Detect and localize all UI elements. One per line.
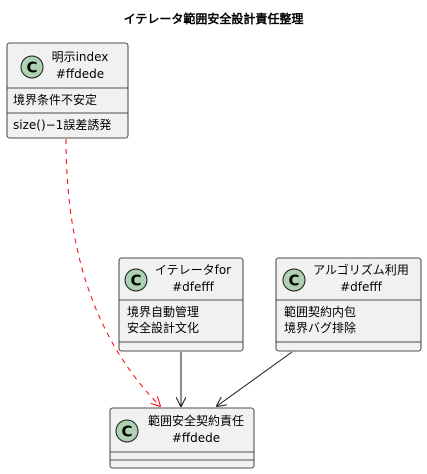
class-stereotype-icon: [282, 268, 306, 292]
class-stereotype-icon: [20, 55, 44, 79]
class-box: [109, 407, 255, 469]
class-explicit-index[interactable]: C 明示index #ffdede 境界条件不安定 size()−1誤差誘発: [6, 42, 129, 139]
class-name-color: #ffdede: [172, 431, 220, 445]
arrow-algorithm-use-to-range-safety: [217, 351, 293, 406]
class-name: アルゴリズム利用: [313, 262, 409, 277]
class-attribute: 境界条件不安定: [13, 92, 97, 107]
class-stereotype-icon: [124, 268, 148, 292]
class-box: [118, 257, 244, 352]
class-attribute: 安全設計文化: [127, 320, 199, 335]
class-name: 明示index: [52, 50, 109, 64]
class-stereotype-letter: C: [121, 423, 132, 441]
class-name-color: #ffdede: [56, 67, 104, 81]
class-range-safety-contract[interactable]: C 範囲安全契約責任 #ffdede: [109, 407, 255, 469]
class-name-color: #dfefff: [340, 280, 383, 294]
dependency-arrow-explicit-index-to-range-safety: [65, 138, 160, 406]
class-algorithm-use[interactable]: C アルゴリズム利用 #dfefff 範囲契約内包 境界バグ排除: [275, 257, 422, 352]
class-name: 範囲安全契約責任: [148, 413, 244, 428]
class-iterator-for[interactable]: C イテレータfor #dfefff 境界自動管理 安全設計文化: [118, 257, 244, 352]
class-box: [275, 257, 422, 352]
class-stereotype-letter: C: [26, 59, 37, 77]
class-attribute: 範囲契約内包: [284, 304, 356, 319]
class-name-color: #dfefff: [172, 280, 215, 294]
class-method: size()−1誤差誘発: [13, 117, 111, 132]
class-name: イテレータfor: [155, 263, 231, 277]
class-stereotype-letter: C: [288, 272, 299, 290]
class-stereotype-letter: C: [130, 272, 141, 290]
class-stereotype-icon: [115, 419, 139, 443]
class-attribute: 境界自動管理: [127, 304, 199, 319]
diagram-title: イテレータ範囲安全設計責任整理: [124, 11, 304, 26]
class-attribute: 境界バグ排除: [284, 320, 356, 335]
